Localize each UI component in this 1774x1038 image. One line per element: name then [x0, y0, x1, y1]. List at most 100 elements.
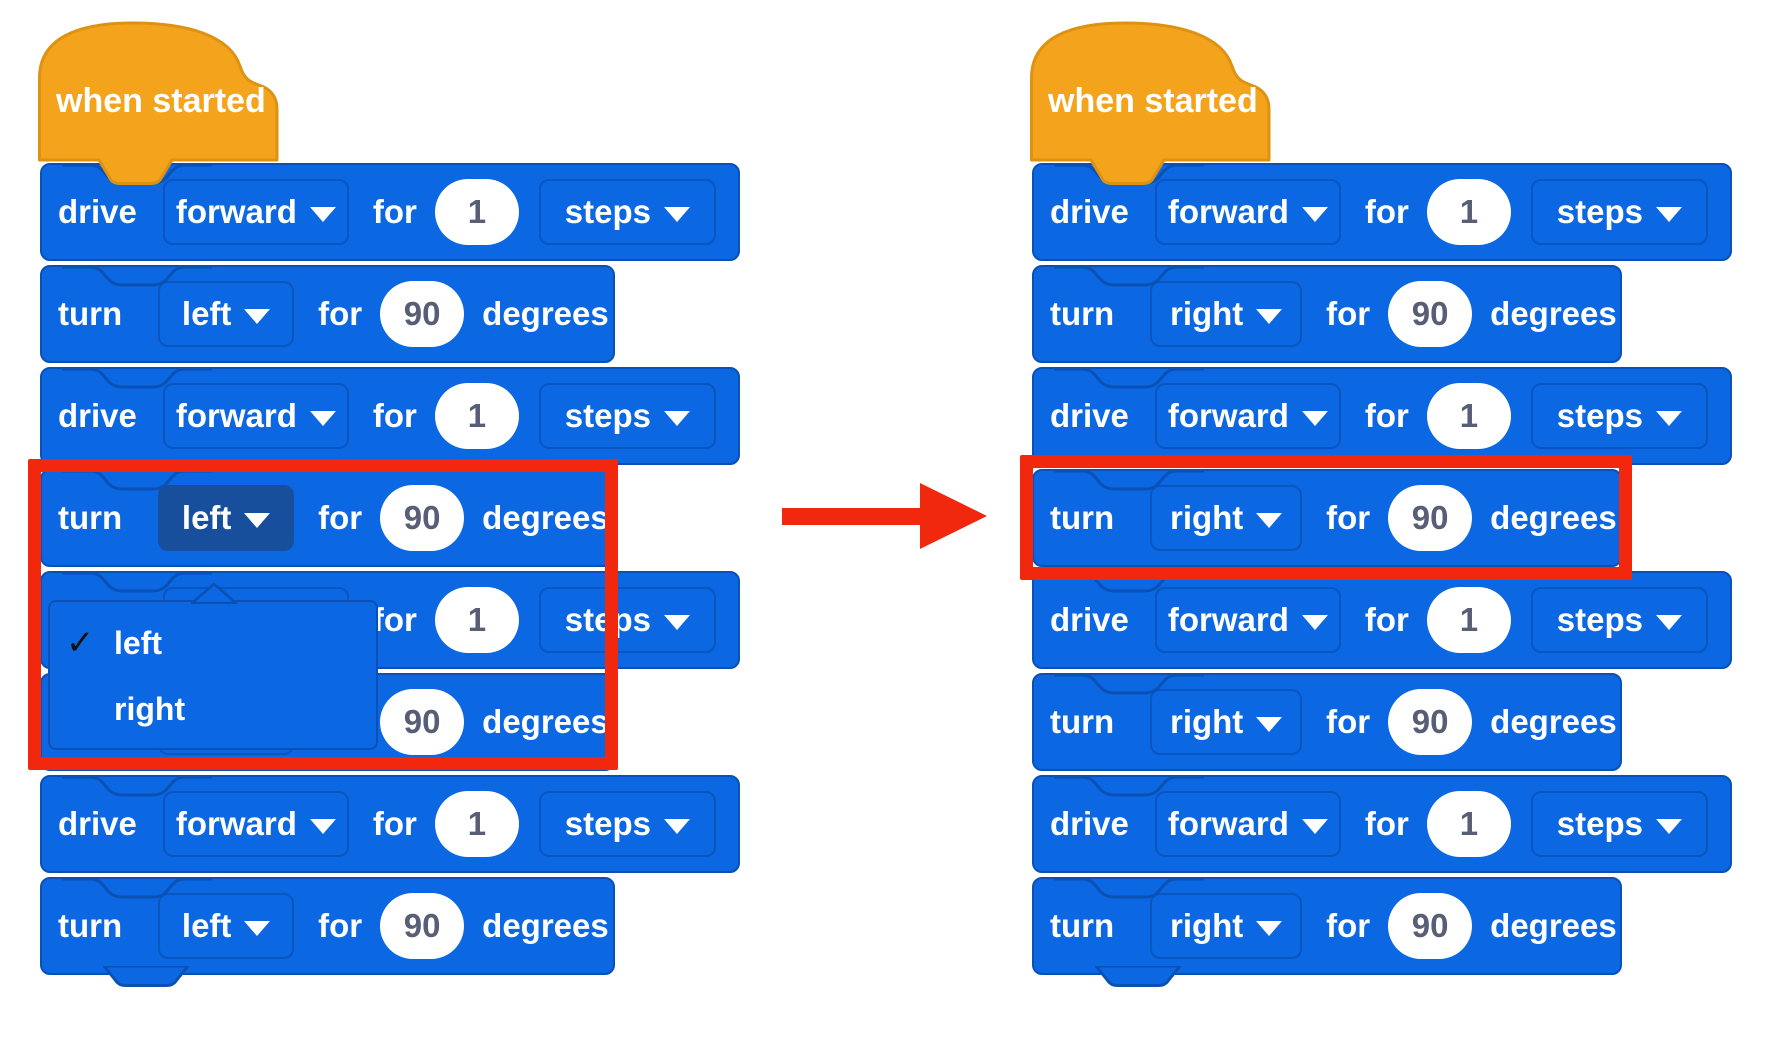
- direction-dropdown-label: forward: [175, 193, 297, 230]
- direction-dropdown-label: right: [1169, 295, 1244, 332]
- unit-dropdown[interactable]: steps: [538, 791, 716, 857]
- for-label: for: [1364, 601, 1409, 638]
- direction-dropdown-label: left: [181, 499, 232, 536]
- value-input[interactable]: 1: [1426, 179, 1511, 245]
- unit-dropdown[interactable]: steps: [538, 179, 716, 245]
- value-input[interactable]: 90: [380, 689, 465, 755]
- direction-dropdown-menu: ✓ left right: [48, 582, 378, 750]
- menu-item-left[interactable]: ✓ left: [50, 610, 376, 676]
- unit-label: degrees: [482, 703, 609, 740]
- menu-item-label: left: [114, 624, 162, 661]
- block-drive[interactable]: drive forward for 1 steps: [1032, 571, 1732, 669]
- unit-dropdown-label: steps: [1556, 397, 1643, 434]
- direction-dropdown[interactable]: right: [1150, 893, 1303, 959]
- value-input[interactable]: 1: [1426, 791, 1511, 857]
- direction-dropdown-label: left: [181, 907, 232, 944]
- chevron-down-icon: [244, 512, 271, 528]
- unit-dropdown[interactable]: steps: [1530, 179, 1708, 245]
- direction-dropdown[interactable]: forward: [162, 179, 349, 245]
- direction-dropdown[interactable]: left: [158, 281, 295, 347]
- unit-dropdown[interactable]: steps: [1530, 791, 1708, 857]
- value-input[interactable]: 90: [1388, 893, 1473, 959]
- chevron-down-icon: [663, 818, 690, 834]
- command-label: turn: [1050, 907, 1115, 944]
- chevron-down-icon: [1655, 410, 1682, 426]
- hat-block-when-started[interactable]: when started: [1030, 20, 1272, 186]
- value-input[interactable]: 90: [380, 893, 465, 959]
- for-label: for: [1326, 703, 1371, 740]
- value-input[interactable]: 1: [434, 587, 519, 653]
- menu-item-label: right: [114, 690, 186, 727]
- value-input[interactable]: 90: [1388, 281, 1473, 347]
- unit-label: degrees: [1490, 907, 1617, 944]
- for-label: for: [318, 295, 363, 332]
- value-input[interactable]: 90: [380, 281, 465, 347]
- unit-dropdown[interactable]: steps: [538, 383, 716, 449]
- for-label: for: [372, 601, 417, 638]
- direction-dropdown[interactable]: forward: [1154, 179, 1341, 245]
- menu-item-right[interactable]: right: [50, 676, 376, 742]
- unit-label: degrees: [482, 295, 609, 332]
- unit-dropdown-label: steps: [564, 193, 651, 230]
- direction-dropdown[interactable]: right: [1150, 485, 1303, 551]
- chevron-down-icon: [1655, 206, 1682, 222]
- direction-dropdown[interactable]: right: [1150, 689, 1303, 755]
- checkmark-icon: ✓: [66, 624, 95, 662]
- chevron-down-icon: [1301, 410, 1328, 426]
- unit-dropdown-label: steps: [1556, 601, 1643, 638]
- unit-dropdown-label: steps: [564, 397, 651, 434]
- value-input[interactable]: 1: [434, 791, 519, 857]
- value-input[interactable]: 90: [1388, 689, 1473, 755]
- block-bottom-tab: [1094, 964, 1194, 992]
- dropdown-pointer-icon: [190, 582, 238, 604]
- command-label: drive: [1050, 601, 1129, 638]
- direction-dropdown[interactable]: right: [1150, 281, 1303, 347]
- command-label: turn: [58, 907, 123, 944]
- command-label: drive: [58, 397, 137, 434]
- direction-dropdown-label: forward: [175, 805, 297, 842]
- direction-dropdown[interactable]: forward: [1154, 791, 1341, 857]
- direction-dropdown-label: forward: [1167, 193, 1289, 230]
- value-input[interactable]: 1: [1426, 587, 1511, 653]
- direction-dropdown-label: forward: [1167, 601, 1289, 638]
- hat-block-when-started[interactable]: when started: [38, 20, 280, 186]
- direction-dropdown[interactable]: forward: [1154, 587, 1341, 653]
- chevron-down-icon: [1655, 818, 1682, 834]
- value-input[interactable]: 1: [434, 383, 519, 449]
- command-label: turn: [1050, 499, 1115, 536]
- for-label: for: [318, 499, 363, 536]
- direction-dropdown-label: right: [1169, 703, 1244, 740]
- value-input[interactable]: 1: [1426, 383, 1511, 449]
- value-input[interactable]: 90: [1388, 485, 1473, 551]
- direction-dropdown[interactable]: left: [158, 893, 295, 959]
- direction-dropdown[interactable]: forward: [162, 791, 349, 857]
- chevron-down-icon: [1256, 512, 1283, 528]
- for-label: for: [1364, 397, 1409, 434]
- unit-dropdown-label: steps: [564, 601, 651, 638]
- unit-dropdown[interactable]: steps: [1530, 587, 1708, 653]
- unit-dropdown[interactable]: steps: [1530, 383, 1708, 449]
- value-input[interactable]: 90: [380, 485, 465, 551]
- chevron-down-icon: [309, 410, 336, 426]
- direction-dropdown[interactable]: forward: [162, 383, 349, 449]
- value-input[interactable]: 1: [434, 179, 519, 245]
- chevron-down-icon: [309, 818, 336, 834]
- command-label: drive: [58, 805, 137, 842]
- unit-dropdown-label: steps: [1556, 193, 1643, 230]
- direction-dropdown[interactable]: forward: [1154, 383, 1341, 449]
- direction-dropdown[interactable]: left: [158, 485, 295, 551]
- unit-dropdown[interactable]: steps: [538, 587, 716, 653]
